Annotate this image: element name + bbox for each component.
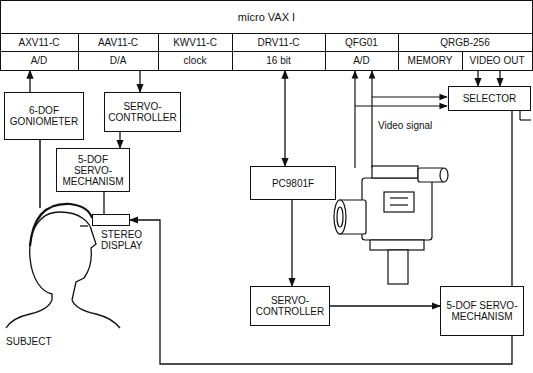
- signal-connector: [139, 71, 140, 93]
- camera-base: [370, 240, 424, 250]
- camera-panel: [384, 192, 414, 212]
- camera-lens-front: [334, 200, 346, 234]
- video-wire: [355, 105, 447, 106]
- sensor-box: 6-DOF GONIOMETER: [4, 92, 84, 140]
- headband: [30, 204, 92, 246]
- box-label: AAV11-C: [79, 34, 158, 52]
- goniometer-link: [39, 140, 41, 208]
- box-label: QFG01: [326, 34, 398, 52]
- signal-connector: [29, 71, 30, 93]
- box-label: DRV11-C: [233, 34, 325, 52]
- subject-head: [30, 212, 96, 300]
- interface-board: DRV11-C16 bit: [232, 33, 326, 71]
- box-label: micro VAX I: [1, 1, 532, 33]
- camera-top: [372, 166, 418, 178]
- signal-connector: [499, 71, 500, 87]
- selector-box: SELECTOR: [448, 86, 531, 111]
- box-label: 6-DOF GONIOMETER: [8, 105, 80, 127]
- mechanism-box: 5-DOF SERVO-MECHANISM: [56, 148, 130, 192]
- signal-connector: [477, 71, 478, 87]
- box-label: STEREO DISPLAY: [101, 229, 153, 251]
- box-label: SERVO-CONTROLLER: [254, 295, 326, 317]
- eye: [80, 225, 88, 226]
- signal-connector: [119, 132, 120, 148]
- computer-box: PC9801F: [250, 166, 336, 200]
- subject-label: SUBJECT: [6, 336, 52, 348]
- box-sublabel: A/D: [1, 52, 78, 70]
- box-label: MEMORY: [399, 52, 462, 70]
- interface-board: QFG01A/D: [325, 33, 399, 71]
- interface-board: QRGB-256MEMORYVIDEO OUT: [398, 33, 533, 71]
- board-function: MEMORY: [398, 51, 463, 71]
- camera-eyepiece: [440, 168, 448, 182]
- box-label: SERVO-CONTROLLER: [108, 101, 177, 123]
- controller-box: SERVO-CONTROLLER: [250, 286, 330, 326]
- signal-connector: [330, 305, 440, 306]
- camera-detail: [390, 204, 408, 205]
- box-label: SELECTOR: [463, 93, 517, 104]
- box-label: KWV11-C: [159, 34, 232, 52]
- camera-body: [362, 178, 432, 240]
- video-wire: [372, 96, 447, 97]
- interface-board: AXV11-CA/D: [0, 33, 79, 71]
- camera-lens-glass: [337, 207, 343, 227]
- box-label: PC9801F: [272, 178, 314, 189]
- computer-box: micro VAX IAXV11-CA/DAAV11-CD/AKWV11-Ccl…: [0, 0, 533, 71]
- signal-connector: [291, 200, 292, 286]
- box-label: VIDEO OUT: [463, 52, 532, 70]
- camera-mount: [388, 250, 408, 284]
- video-wire: [371, 71, 372, 168]
- display-box: STEREO DISPLAY: [92, 214, 130, 226]
- video-wire: [354, 71, 355, 168]
- mechanism-box: 5-DOF SERVO-MECHANISM: [440, 286, 524, 336]
- box-label: 5-DOF SERVO-MECHANISM: [60, 154, 126, 187]
- selector-output: [520, 119, 531, 120]
- signal-connector: [103, 192, 104, 214]
- camera-detail: [390, 197, 408, 198]
- signal-label: Video signal: [378, 120, 432, 132]
- controller-box: SERVO-CONTROLLER: [104, 92, 181, 132]
- box-sublabel: 16 bit: [233, 52, 325, 70]
- subject-shoulders: [6, 300, 120, 328]
- box-label: QRGB-256: [399, 34, 532, 52]
- box-label: AXV11-C: [1, 34, 78, 52]
- box-label: 5-DOF SERVO-MECHANISM: [444, 300, 520, 322]
- box-sublabel: D/A: [79, 52, 158, 70]
- selector-output: [519, 111, 520, 120]
- interface-board: AAV11-CD/A: [78, 33, 159, 71]
- interface-board: KWV11-Cclock: [158, 33, 233, 71]
- signal-connector: [284, 71, 285, 167]
- box-sublabel: A/D: [326, 52, 398, 70]
- board-function: VIDEO OUT: [462, 51, 533, 71]
- box-sublabel: clock: [159, 52, 232, 70]
